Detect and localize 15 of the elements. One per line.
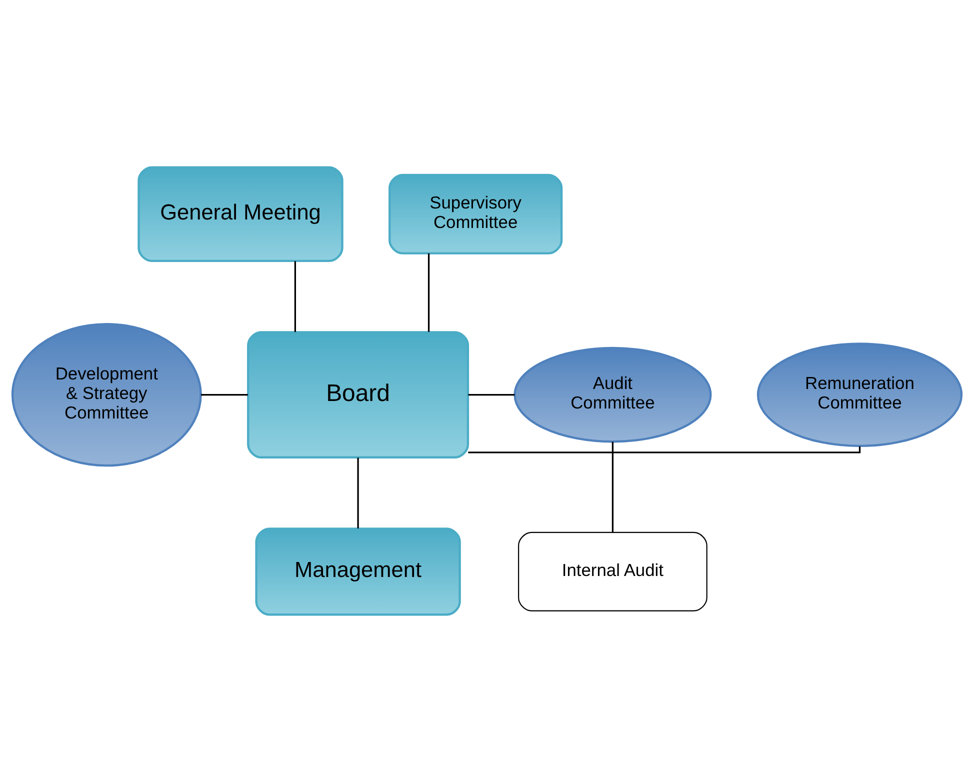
node-box: General Meeting — [138, 166, 344, 262]
node-ellipse: Audit Committee — [514, 346, 712, 443]
node-ellipse: Remuneration Committee — [756, 342, 963, 448]
connector — [357, 458, 359, 528]
node-ellipse: Development & Strategy Committee — [11, 322, 202, 467]
node-box: Supervisory Committee — [388, 174, 563, 254]
node-box: Internal Audit — [518, 532, 708, 612]
connector — [428, 253, 430, 332]
connector — [468, 394, 515, 396]
node-box: Management — [255, 528, 461, 616]
connector — [468, 446, 861, 454]
connector — [612, 442, 614, 532]
node-box: Board — [247, 331, 470, 458]
connector — [200, 394, 248, 396]
connector — [294, 261, 296, 332]
